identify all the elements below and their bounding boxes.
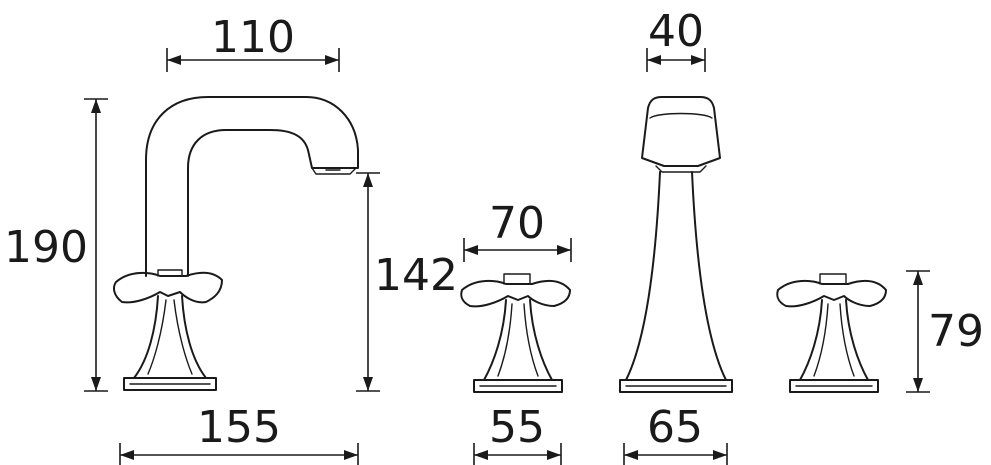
spout-head xyxy=(641,96,721,167)
label-handle-span: 70 xyxy=(489,198,545,249)
side-valve-detail xyxy=(147,299,193,375)
spout-collar xyxy=(655,165,707,173)
label-spout-width: 40 xyxy=(648,6,704,57)
dimension-side-base xyxy=(119,443,359,465)
side-handle-hub xyxy=(157,269,183,277)
label-spout-reach: 110 xyxy=(211,12,295,63)
handle-front-2 xyxy=(776,273,887,393)
spout-head-detail xyxy=(649,112,713,119)
handle2-body xyxy=(799,299,869,381)
spout-front-view xyxy=(619,96,733,393)
dimension-spout-width xyxy=(646,48,706,72)
side-valve-body xyxy=(133,295,207,379)
spout-base xyxy=(619,379,733,393)
side-base-plate xyxy=(123,377,217,391)
dimension-handle-span xyxy=(463,238,572,262)
label-outlet-height: 142 xyxy=(374,250,458,301)
handle2-hub xyxy=(819,273,847,285)
label-spout-height: 190 xyxy=(4,222,88,273)
spout-column xyxy=(625,171,727,381)
dimension-handle-base xyxy=(473,443,562,465)
dimension-handle-height xyxy=(906,270,930,393)
dimension-spout-base xyxy=(623,443,728,465)
handle2-base xyxy=(789,379,879,393)
handle1-arms xyxy=(460,279,571,308)
label-spout-base: 65 xyxy=(647,402,703,453)
handle1-base xyxy=(473,379,563,393)
spout-body-outline xyxy=(145,96,359,277)
dimension-spout-height xyxy=(84,98,108,392)
handle1-hub xyxy=(503,273,531,285)
handle2-body-detail xyxy=(813,303,855,377)
spout-aerator xyxy=(311,167,357,175)
dimension-spout-reach xyxy=(166,48,340,72)
dimension-outlet-height xyxy=(356,172,380,392)
handle2-arms xyxy=(776,279,887,308)
side-view-tap xyxy=(113,96,359,391)
label-handle-height: 79 xyxy=(928,306,984,357)
handle1-body-detail xyxy=(497,303,539,377)
label-side-base: 155 xyxy=(197,402,281,453)
label-handle-base: 55 xyxy=(489,402,545,453)
side-handle-arms xyxy=(113,271,223,304)
handle-front-1 xyxy=(460,273,571,393)
handle1-body xyxy=(483,299,553,381)
